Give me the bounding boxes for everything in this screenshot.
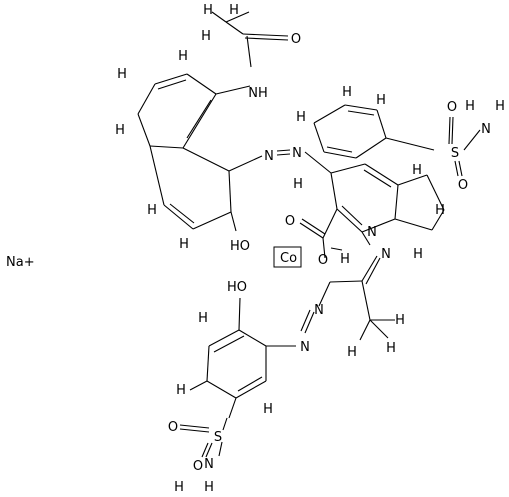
atom-labels: H H H O NH H H H H H N N HO H H H H H H … <box>115 3 505 495</box>
atom-label-h: H <box>435 203 445 218</box>
atom-label-o: O <box>193 459 203 474</box>
atom-label-n: N <box>292 146 302 161</box>
atom-label-n: N <box>314 303 324 318</box>
atom-label-ho: HO <box>227 280 247 295</box>
atom-label-h: H <box>347 345 357 360</box>
atom-label-h: H <box>376 93 386 108</box>
atom-label-h: H <box>229 3 239 18</box>
sodium-ion-label: Na+ <box>6 255 35 270</box>
atom-label-h: H <box>147 203 157 218</box>
atom-label-h: H <box>293 177 303 192</box>
atom-label-h: H <box>342 85 352 100</box>
atom-label-n: N <box>264 149 274 164</box>
atom-label-h: H <box>495 99 505 114</box>
atom-label-h: H <box>296 110 306 125</box>
atom-label-n: N <box>481 122 491 137</box>
atom-label-h: H <box>412 163 422 178</box>
atom-label-o: O <box>168 420 178 435</box>
atom-label-n: N <box>367 225 377 240</box>
atom-label-h: H <box>395 313 405 328</box>
atom-label-h: H <box>386 341 396 356</box>
atom-label-h: H <box>413 247 423 262</box>
cobalt-box <box>273 246 302 268</box>
atom-label-n: N <box>300 340 310 355</box>
atom-label-o: O <box>447 100 457 115</box>
atom-label-h: H <box>117 67 127 82</box>
atom-label-h: H <box>178 49 188 64</box>
atom-label-h: H <box>198 311 208 326</box>
atom-label-n: N <box>204 457 214 472</box>
atom-label-o: O <box>318 253 328 268</box>
atom-label-ho: HO <box>230 239 250 254</box>
atom-label-o: O <box>458 178 468 193</box>
atom-label-nh: NH <box>248 86 268 101</box>
atom-label-h: H <box>115 123 125 138</box>
atom-label-h: H <box>204 480 214 495</box>
atom-label-s: S <box>214 430 222 445</box>
atom-label-o: O <box>285 214 295 229</box>
atom-label-o: O <box>291 32 301 47</box>
atom-label-h: H <box>179 237 189 252</box>
atom-label-h: H <box>176 383 186 398</box>
atom-label-h: H <box>465 99 475 114</box>
atom-label-h: H <box>203 3 213 18</box>
atom-label-n: N <box>381 247 391 262</box>
atom-label-h: H <box>201 29 211 44</box>
atom-label-s: S <box>451 146 459 161</box>
bond-lines <box>137 11 481 458</box>
atom-label-h: H <box>340 252 350 267</box>
atom-label-h: H <box>174 480 184 495</box>
cobalt-label: Co <box>280 251 297 266</box>
atom-label-h: H <box>263 402 273 417</box>
